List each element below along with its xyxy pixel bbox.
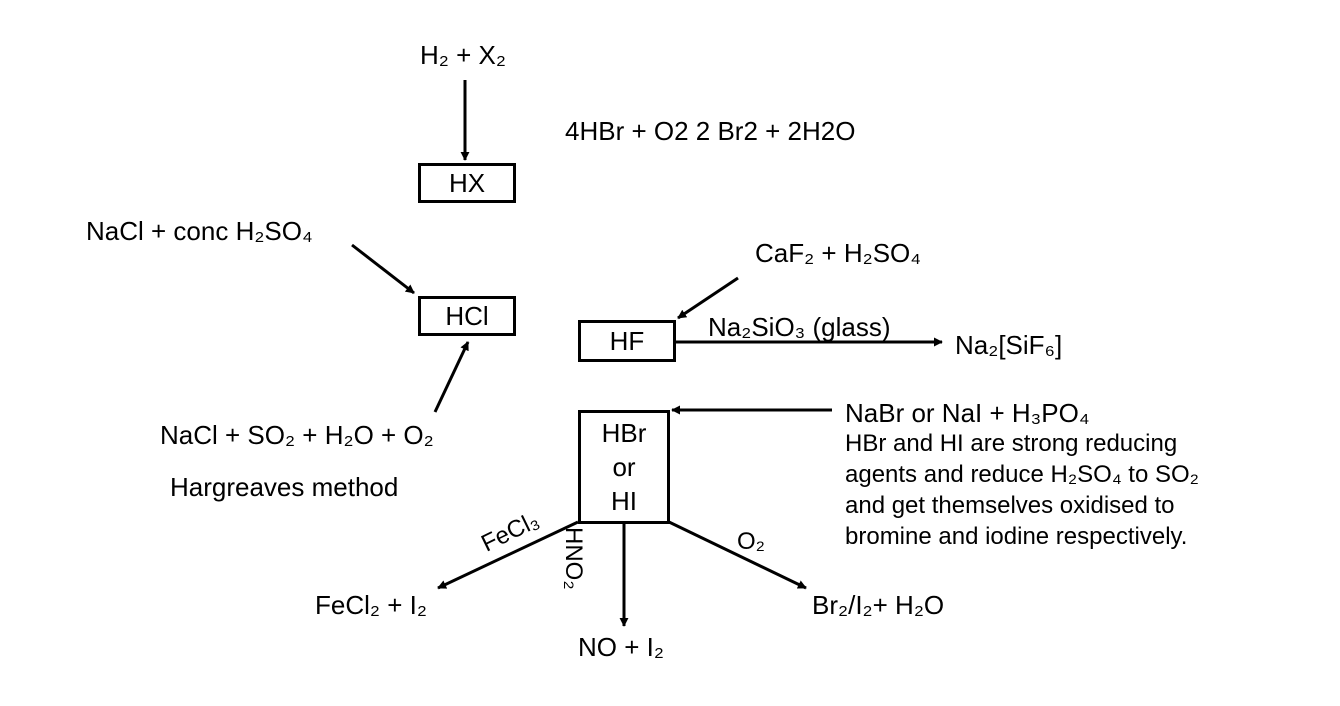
h2-x2-reactants: H₂ + X₂ — [420, 40, 506, 70]
o2-product: Br₂/I₂+ H₂O — [812, 590, 945, 620]
reducing-note-line-1: HBr and HI are strong reducing — [845, 430, 1178, 457]
hx-box: HX — [418, 163, 516, 203]
hbr-oxidation-equation: 4HBr + O2 2 Br2 + 2H2O — [565, 116, 856, 146]
hbr-hi-box-line1: HBr — [601, 418, 647, 448]
reducing-note-line-2: agents and reduce H₂SO₄ to SO₂ — [845, 461, 1199, 488]
glass-product: Na₂[SiF₆] — [955, 330, 1063, 360]
hargreaves-reactants: NaCl + SO₂ + H₂O + O₂ — [160, 420, 434, 450]
hcl-box: HCl — [418, 296, 516, 336]
arrow-hbr-hi-to-fecl2 — [437, 520, 579, 590]
fecl3-product: FeCl₂ + I₂ — [315, 590, 427, 620]
glass-reagent: Na₂SiO₃ (glass) — [708, 312, 891, 342]
hargreaves-method-label: Hargreaves method — [170, 472, 399, 502]
arrow-nacl-to-hcl — [351, 243, 415, 295]
reducing-note-line-4: bromine and iodine respectively. — [845, 523, 1188, 550]
phosphoric-reactants: NaBr or NaI + H₃PO₄ — [845, 398, 1090, 428]
reducing-note-line-3: and get themselves oxidised to — [845, 492, 1175, 519]
hbr-hi-box-line2: or — [612, 452, 636, 482]
arrow-caf2-to-hf — [677, 276, 739, 320]
hbr-hi-box: HBr or HI — [578, 410, 670, 524]
arrow-hargreaves-to-hcl — [433, 341, 470, 413]
hno2-reagent: HNO₂ — [560, 527, 587, 590]
caf2-sulfuric-reactants: CaF₂ + H₂SO₄ — [755, 238, 921, 268]
nacl-sulfuric-reactants: NaCl + conc H₂SO₄ — [86, 216, 313, 246]
hbr-hi-box-line3: HI — [611, 486, 637, 516]
reducing-agent-note: HBr and HI are strong reducing agents an… — [845, 428, 1199, 552]
hf-box: HF — [578, 320, 676, 362]
arrow-hbr-hi-to-br2 — [668, 520, 807, 590]
o2-reagent: O₂ — [737, 528, 765, 555]
hno2-product: NO + I₂ — [578, 632, 664, 662]
